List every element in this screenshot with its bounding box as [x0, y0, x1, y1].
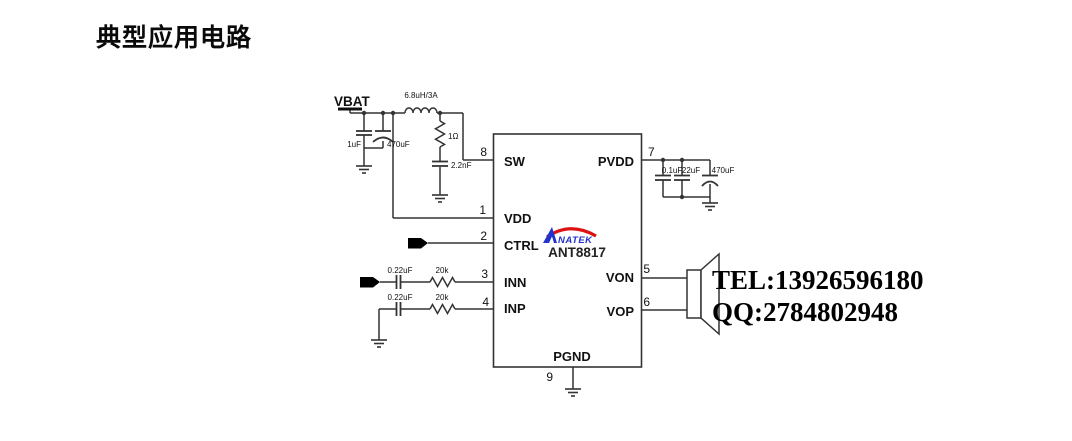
ground-icon	[370, 339, 388, 348]
snubber-cap-label: 2.2nF	[451, 161, 472, 170]
cap-1uf-label: 1uF	[347, 140, 361, 149]
ic-part-number: ANT8817	[548, 245, 606, 260]
cap-0.1uf-label: 0.1uF	[662, 166, 683, 175]
ic-ant8817: SW PVDD VDD CTRL INN INP VON VOP PGND 8 …	[479, 133, 655, 384]
speaker-icon	[686, 252, 720, 336]
wires	[349, 110, 711, 389]
cap-0.1uf-icon	[655, 174, 671, 181]
snubber-resistor-icon	[434, 120, 446, 148]
inp-cap-label: 0.22uF	[388, 293, 413, 302]
ground-icon	[431, 194, 449, 203]
snubber-cap-icon	[432, 160, 448, 167]
pin-sw-label: SW	[504, 154, 526, 169]
snubber-resistor-label: 1Ω	[448, 132, 458, 141]
cap-1uf	[356, 130, 372, 136]
contact-tel: TEL:13926596180	[712, 265, 924, 295]
anatek-logo-icon: NATEK	[543, 227, 597, 246]
contact-qq: QQ:2784802948	[712, 297, 898, 327]
ic-outline	[492, 133, 643, 368]
inp-resistor-label: 20k	[436, 293, 450, 302]
pin-von-label: VON	[606, 270, 634, 285]
inp-resistor-icon	[429, 302, 456, 316]
inn-cap-label: 0.22uF	[388, 266, 413, 275]
pin-vop-label: VOP	[607, 304, 635, 319]
audio-input-arrow-icon	[408, 238, 428, 249]
inn-cap-icon	[395, 275, 402, 289]
pin-vop-num: 6	[643, 295, 650, 309]
vbat-bar	[338, 107, 362, 111]
inductor-icon	[404, 107, 438, 114]
cap-470uf-output-label: 470uF	[712, 166, 735, 175]
pin-sw-num: 8	[480, 145, 487, 159]
cap-470uf-input	[372, 130, 394, 143]
inn-resistor-icon	[429, 275, 456, 289]
page-title: 典型应用电路	[96, 24, 253, 52]
pvdd-decoupling: 0.1uF 22uF 470uF	[655, 166, 735, 211]
vbat-label: VBAT	[334, 94, 371, 109]
pin-vdd-label: VDD	[504, 211, 531, 226]
pin-pvdd-num: 7	[648, 145, 655, 159]
pin-inp-label: INP	[504, 301, 526, 316]
ground-icon	[701, 202, 719, 211]
inp-cap-icon	[395, 302, 402, 316]
cap-22uf-label: 22uF	[682, 166, 700, 175]
cap-470uf-output-icon	[701, 174, 719, 187]
vbat-supply: VBAT	[334, 94, 371, 111]
pin-pgnd-num: 9	[546, 370, 553, 384]
audio-input-network: 0.22uF 20k 0.22uF 20k	[360, 238, 456, 348]
ground-icon	[564, 388, 582, 397]
cap-470uf-input-label: 470uF	[387, 140, 410, 149]
pin-pgnd-label: PGND	[553, 349, 591, 364]
anatek-logo-text: NATEK	[558, 235, 593, 246]
inductor-label: 6.8uH/3A	[404, 91, 438, 100]
junction-dots	[361, 110, 685, 200]
pin-pvdd-label: PVDD	[598, 154, 634, 169]
pin-inp-num: 4	[482, 295, 489, 309]
pin-von-num: 5	[643, 262, 650, 276]
audio-input-arrow-icon	[360, 277, 380, 288]
pin-inn-label: INN	[504, 275, 526, 290]
ground-icon	[355, 165, 373, 174]
pin-vdd-num: 1	[479, 203, 486, 217]
pin-ctrl-label: CTRL	[504, 238, 539, 253]
inn-resistor-label: 20k	[436, 266, 450, 275]
pin-ctrl-num: 2	[480, 229, 487, 243]
cap-22uf-icon	[674, 174, 690, 181]
pin-inn-num: 3	[481, 267, 488, 281]
